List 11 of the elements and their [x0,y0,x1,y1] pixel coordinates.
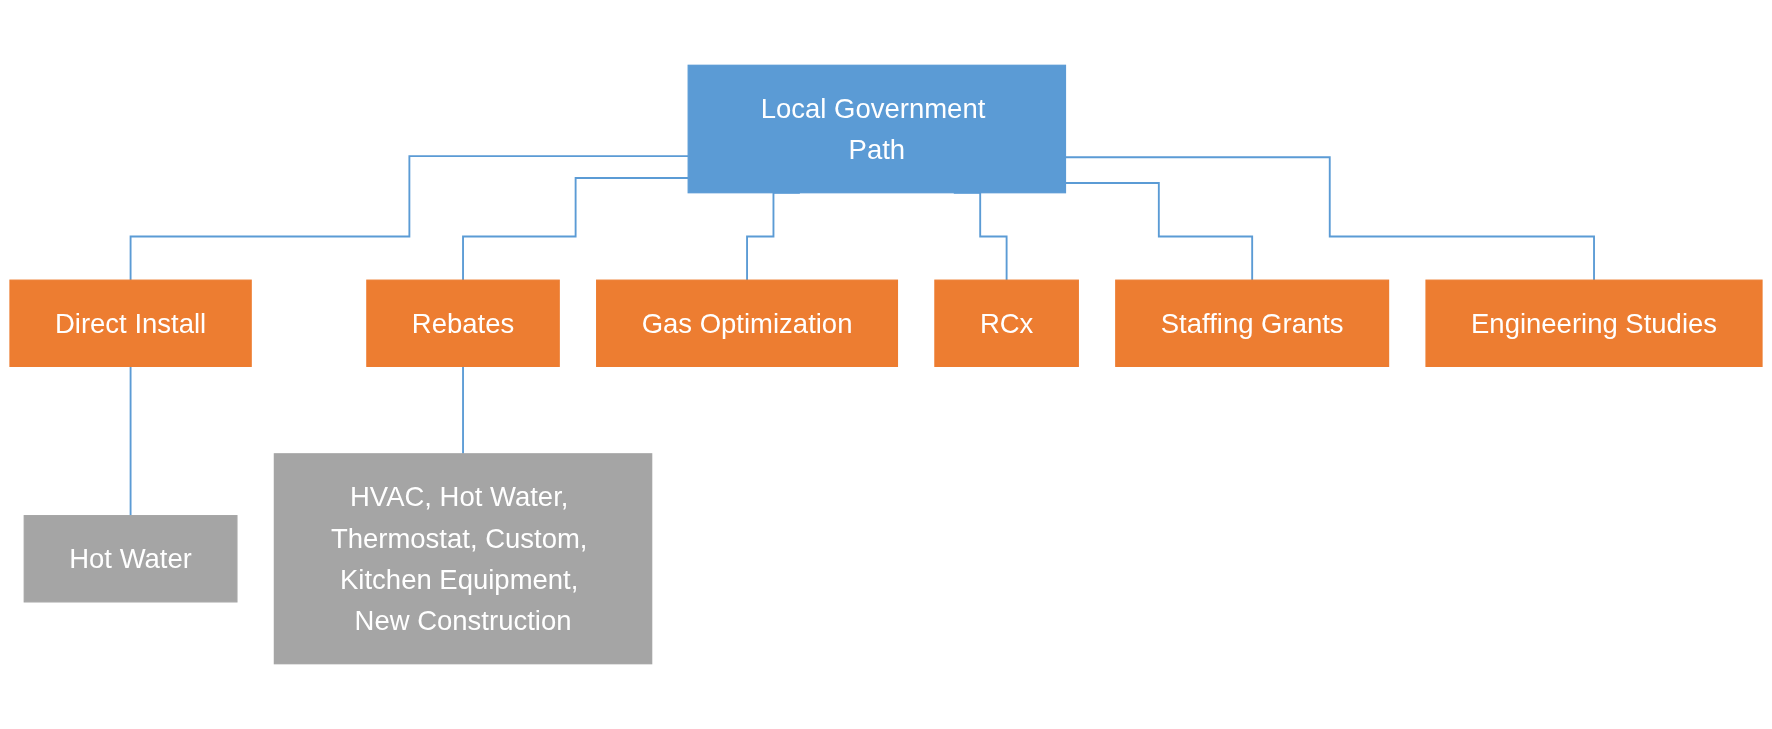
node-box: Local Government Path [687,64,1067,194]
node-box: RCx [934,279,1079,367]
connector [129,365,132,517]
node-box: Engineering Studies [1425,279,1763,367]
connector [462,365,464,455]
node-box: HVAC, Hot Water, Thermostat, Custom, Kitchen Equipment, New Construction [273,453,653,665]
node-box: Hot Water [23,515,238,603]
node-box: Gas Optimization [596,279,899,367]
node-box: Rebates [366,279,560,367]
node-box: Staffing Grants [1115,279,1390,367]
node-box: Direct Install [9,279,252,367]
